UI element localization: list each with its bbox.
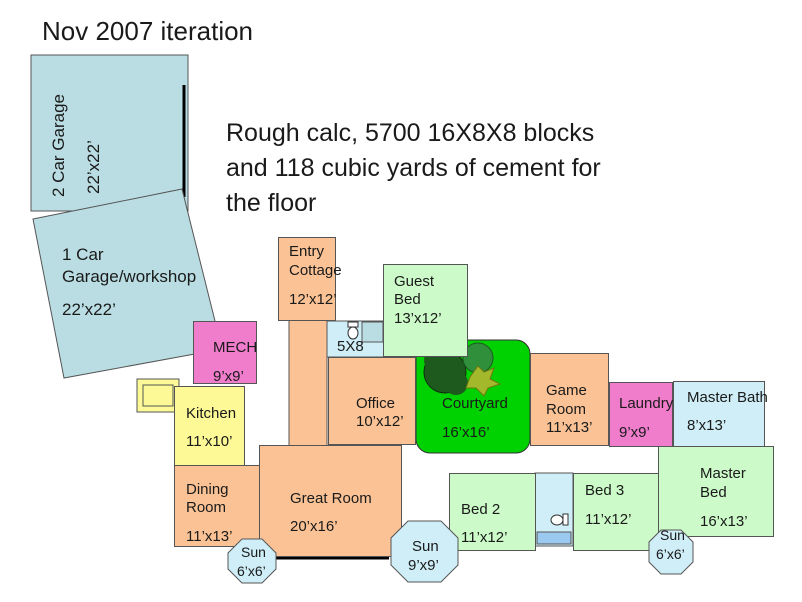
room-bed3: Bed 3 11’x12’ <box>573 473 659 551</box>
room-kitchen-label: Kitchen <box>186 405 237 422</box>
room-bed2: Bed 2 11’x12’ <box>449 473 536 551</box>
garage-1car-label-1: 1 Car <box>62 245 104 264</box>
room-office-label: Office <box>356 395 395 412</box>
sunroom-left-size: 6’x6’ <box>237 563 266 579</box>
sunroom-mid-shape <box>390 520 459 583</box>
room-bed2-size: 11’x12’ <box>461 529 508 546</box>
room-entry-cottage: Entry Cottage 12’x12’ <box>278 237 342 321</box>
room-laundry: Laundry 9’x9’ <box>609 382 673 447</box>
room-entry-size: 12’x12’ <box>289 291 337 308</box>
room-master-bed: Master Bed 16’x13’ <box>658 446 774 537</box>
sunroom-left-shape <box>227 538 277 584</box>
room-great-size: 20’x16’ <box>290 518 338 535</box>
room-game-label-1: Game <box>546 382 587 399</box>
room-great: Great Room 20’x16’ <box>259 445 402 557</box>
toilet-icon <box>347 321 359 340</box>
room-guest-bed: Guest Bed 13’x12’ <box>383 264 468 357</box>
room-office-size: 10’x12’ <box>356 413 404 430</box>
calc-line-1: Rough calc, 5700 16X8X8 blocks <box>226 119 595 147</box>
room-mech-size: 9’x9’ <box>213 368 244 385</box>
sunroom-right-size: 6’x6’ <box>656 546 685 562</box>
garage-1car-label-2: Garage/workshop <box>62 267 197 286</box>
courtyard-label: Courtyard <box>442 395 508 412</box>
room-entry-label-2: Cottage <box>289 262 342 279</box>
room-laundry-size: 9’x9’ <box>619 424 650 441</box>
tree-icon <box>423 342 502 397</box>
room-dining-label-2: Room <box>186 499 227 516</box>
sunroom-mid-size: 9’x9’ <box>408 557 439 574</box>
toilet-icon <box>550 513 569 526</box>
room-master-bed-label-2: Bed <box>700 484 727 501</box>
room-office: Office 10’x12’ <box>328 357 416 445</box>
room-master-bath-size: 8’x13’ <box>687 417 727 434</box>
room-great-label: Great Room <box>290 490 372 507</box>
room-game-label-2: Room <box>546 401 587 418</box>
room-mech-label: MECH <box>213 339 258 356</box>
room-bed2-label: Bed 2 <box>461 501 501 518</box>
room-laundry-label: Laundry <box>619 395 674 412</box>
room-kitchen-size: 11’x10’ <box>186 433 233 450</box>
calc-line-2: and 118 cubic yards of cement for <box>226 154 601 182</box>
room-guest-label-1: Guest <box>394 273 435 290</box>
sunroom-right-shape <box>648 529 694 575</box>
room-dining: Dining Room 11’x13’ <box>174 465 267 547</box>
room-master-bed-size: 16’x13’ <box>700 513 748 530</box>
garage-1car-size: 22’x22’ <box>62 300 116 319</box>
hallway-shape <box>288 317 328 447</box>
sunroom-right-label: Sun <box>660 527 685 543</box>
room-master-bath-label: Master Bath <box>687 389 768 406</box>
room-dining-size: 11’x13’ <box>186 528 233 545</box>
room-mech: MECH 9’x9’ <box>193 321 258 385</box>
sunroom-left-label: Sun <box>241 544 266 560</box>
room-game: Game Room 11’x13’ <box>530 353 609 446</box>
room-dining-label-1: Dining <box>186 481 229 498</box>
room-entry-label-1: Entry <box>289 243 325 260</box>
garage-2car-shape <box>30 54 189 212</box>
calculation-note: Rough calc, 5700 16X8X8 blocks and 118 c… <box>226 116 601 221</box>
sunroom-mid-label: Sun <box>412 538 439 555</box>
calc-line-3: the floor <box>226 189 317 217</box>
room-bed3-label: Bed 3 <box>585 482 625 499</box>
courtyard-size: 16’x16’ <box>442 424 490 441</box>
room-kitchen: Kitchen 11’x10’ <box>174 386 245 466</box>
room-game-size: 11’x13’ <box>546 419 593 436</box>
room-bed3-size: 11’x12’ <box>585 511 632 528</box>
room-guest-size: 13’x12’ <box>394 310 442 327</box>
room-guest-label-2: Bed <box>394 291 421 308</box>
room-master-bed-label-1: Master <box>700 465 746 482</box>
room-5x8-label: 5X8 <box>337 338 364 355</box>
page-title: Nov 2007 iteration <box>42 16 254 46</box>
